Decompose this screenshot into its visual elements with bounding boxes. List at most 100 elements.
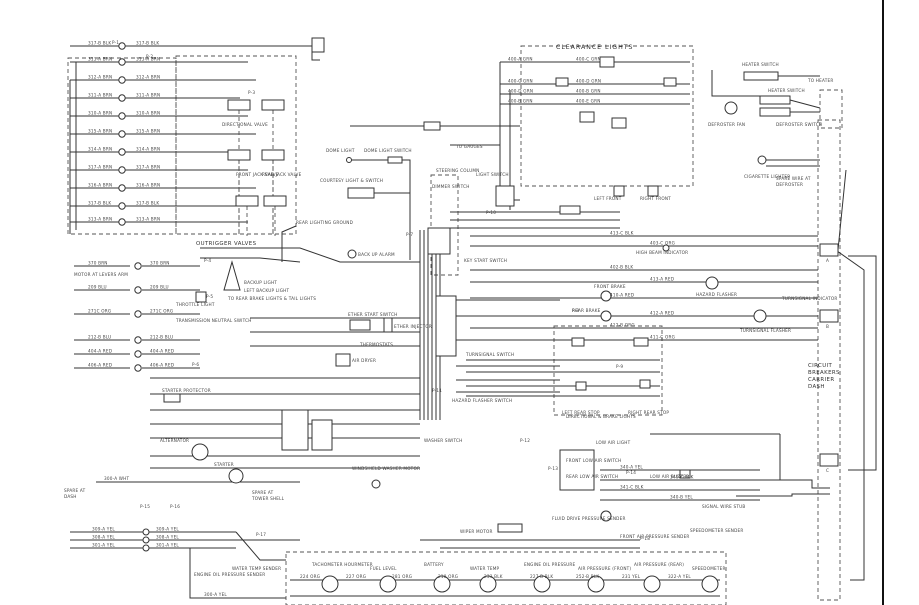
starter-protector-label: STARTER PROTECTOR	[162, 388, 211, 393]
warning-wire-label: 341-C BLK	[620, 485, 644, 490]
front-low-air-label: FRONT LOW AIR SWITCH	[566, 458, 621, 463]
relay-block	[281, 409, 309, 451]
lamp-connector	[559, 205, 581, 215]
dome-light	[346, 157, 352, 163]
gauge-water-temp	[479, 575, 497, 593]
outrigger-wire-label: 317-B BLK	[136, 201, 159, 206]
connector-pin	[118, 184, 126, 192]
gauge-bus-label: 233 BLK	[484, 574, 503, 579]
plug-tag: P-16	[170, 504, 180, 509]
breaker-label: B	[826, 324, 829, 329]
gauge-label-air-pressure-rear: AIR PRESSURE (REAR)	[634, 562, 684, 567]
plug-tag: P-17	[256, 532, 266, 537]
low-air-switch-block	[559, 449, 595, 491]
heater-box	[819, 89, 843, 129]
breaker-label: C	[826, 468, 829, 473]
plug-tag: P-10	[486, 210, 496, 215]
dome-light-switch-label: DOME LIGHT SWITCH	[364, 148, 412, 153]
outrigger-wire-label: 313-A BRN	[88, 57, 112, 62]
defroster-switch-label: DEFROSTER SWITCH	[776, 122, 822, 127]
defroster-fan-label: DEFROSTER FAN	[708, 122, 745, 127]
clearance-wire-label: 400-C GRN	[576, 57, 601, 62]
bottom-wire-label: 309-A YEL	[92, 527, 115, 532]
clearance-lamp	[611, 117, 627, 129]
light-switch	[495, 185, 515, 207]
clearance-wire-label: 400-E GRN	[576, 99, 601, 104]
gauge-bus-label: 227-B BLK	[530, 574, 553, 579]
plug-tag: P-2	[146, 54, 153, 59]
turn-signal-flasher-label: TURNSIGNAL FLASHER	[739, 328, 791, 333]
outrigger-wire-label: 316-A BRN	[136, 183, 160, 188]
bottom-wire-label: 300-A WHT	[104, 476, 129, 481]
connector-pin	[134, 286, 142, 294]
directional-brake-title: DIRECTIONAL & BRAKE LIGHTS	[566, 414, 636, 419]
throttle-light-label: THROTTLE LIGHT	[175, 302, 215, 307]
right-rear-stop-label: RIGHT REAR STOP	[628, 410, 669, 415]
page-right-border	[882, 0, 884, 605]
plug-tag: P-4	[204, 258, 211, 263]
outrigger-wire-label: 317-B BLK	[88, 201, 111, 206]
outrigger-valve	[235, 195, 259, 207]
left-backup-light-label: LEFT BACKUP LIGHT	[244, 288, 290, 293]
heater-switch	[759, 95, 791, 105]
air-dryer	[335, 353, 351, 367]
breaker-feed	[848, 255, 877, 471]
plug-tag: P-7	[406, 232, 413, 237]
air-dryer-label: AIR DRYER	[352, 358, 376, 363]
front-brake-label: FRONT BRAKE	[594, 284, 626, 289]
plug-tag: P-1	[112, 40, 119, 45]
clearance-lamp	[555, 77, 569, 87]
gauge-bus-label: 218 ORG	[438, 574, 458, 579]
heater-wire	[711, 70, 760, 97]
brake-lamp	[633, 337, 649, 347]
clearance-wire-label: 400-A GRN	[508, 57, 533, 62]
cigarette-lighter	[757, 155, 767, 165]
circuit-breakers-line-2: BREAKERS	[808, 370, 840, 376]
breaker-label: A	[826, 258, 829, 263]
hazard-flasher	[705, 276, 719, 290]
circuit-breakers-box	[817, 119, 841, 601]
outrigger-wire-label: 317-A BRN	[136, 165, 160, 170]
hazard-flasher-label: HAZARD FLASHER	[696, 292, 737, 297]
steering-column-label: STEERING COLUMN	[436, 168, 480, 173]
front-air-sender-label: FRONT AIR PRESSURE SENDER	[620, 534, 690, 539]
oil-sender-label: FLUID DRIVE PRESSURE SENDER	[552, 516, 626, 521]
warning-wire	[760, 479, 830, 489]
starter-protector	[163, 393, 181, 403]
to-gauges-label: TO GAUGES	[455, 144, 483, 149]
connector-pin	[142, 536, 150, 544]
left-rear-stop-label: LEFT REAR STOP	[562, 410, 600, 415]
right-harness-label: 403-C ORG	[650, 241, 675, 246]
plug-tag: P-11	[432, 388, 442, 393]
outrigger-junction	[311, 37, 325, 53]
input-wire-label: 271C ORG	[150, 309, 173, 314]
washer-switch-label: WASHER SWITCH	[424, 438, 463, 443]
right-front-label: RIGHT FRONT	[640, 196, 671, 201]
connector-pin	[118, 218, 126, 226]
circuit-breakers-line-4: DASH	[808, 384, 825, 390]
wiper-motor	[497, 523, 523, 533]
ether-start-switch	[349, 319, 371, 331]
spare-dash-line-1: SPARE AT	[64, 488, 86, 493]
gauge-engine-oil-pressure	[533, 575, 551, 593]
warning-wire-label: 340-A YEL	[620, 465, 643, 470]
connector-pin	[118, 112, 126, 120]
gauge-label-battery: BATTERY	[424, 562, 444, 567]
plug-tag: P-14	[626, 470, 636, 475]
outrigger-wire-label: 313-A BRN	[136, 217, 160, 222]
courtesy-light	[347, 187, 375, 199]
outrigger-wire-label: 316-A BRN	[88, 183, 112, 188]
gauge-bus-label: 322-A YEL	[668, 574, 691, 579]
outrigger-wire-label: 315-A BRN	[136, 129, 160, 134]
relay-block	[311, 419, 333, 451]
bottom-wire-label: 300-A YEL	[204, 592, 227, 597]
rear-light-wire	[200, 257, 301, 263]
alternator	[191, 443, 209, 461]
heater-resistor	[743, 71, 779, 81]
outrigger-valve	[263, 195, 287, 207]
warning-wire	[736, 493, 830, 497]
thermostats-label: THERMOSTATS	[359, 342, 393, 347]
throttle-light	[195, 291, 207, 303]
gauge-label-engine-oil-pressure: ENGINE OIL PRESSURE	[524, 562, 576, 567]
